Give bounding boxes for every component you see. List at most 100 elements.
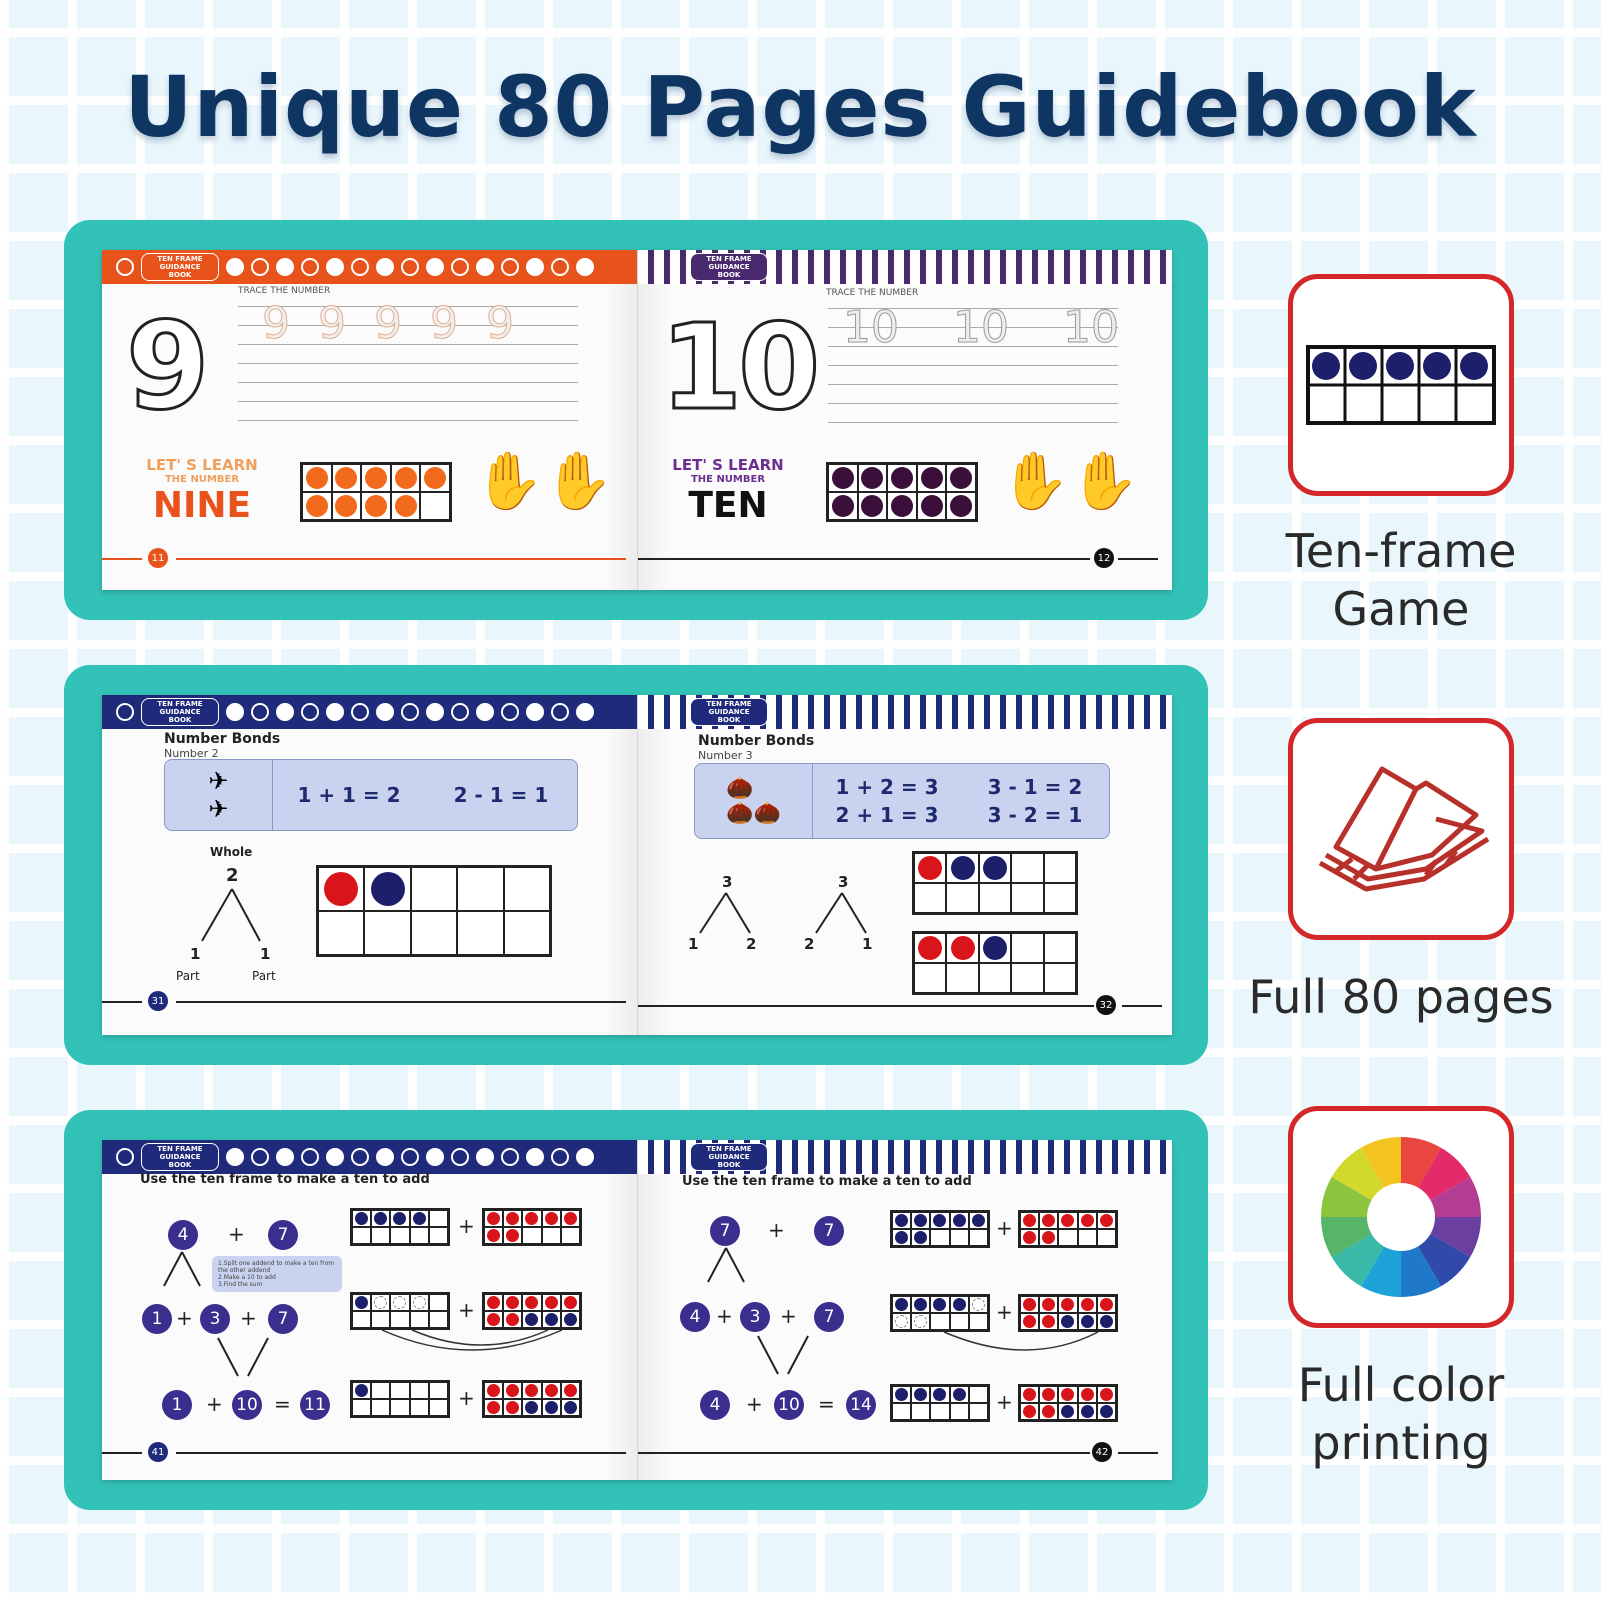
ten-frame-cell (1020, 1313, 1040, 1330)
ten-frame-cell (1077, 1229, 1097, 1246)
counter-dot (1080, 1298, 1094, 1311)
ten-frame-cell (352, 1210, 372, 1227)
counter-dot (563, 1212, 577, 1225)
ten-frame-cell (361, 492, 391, 520)
trace-big-digit: 9 (125, 297, 211, 439)
ten-frame-cell (968, 1229, 988, 1246)
counter-dot (861, 495, 884, 517)
hint-box: 1.Split one addend to make a ten from th… (212, 1256, 342, 1292)
ten-frame-cell (503, 911, 550, 955)
section-title: Number Bonds (164, 731, 281, 747)
feature-ten-frame-box (1288, 274, 1514, 496)
counter-dot (544, 1212, 558, 1225)
counter-dot (487, 1401, 501, 1414)
ten-frame-cell (914, 853, 947, 883)
feature-pages-box (1288, 718, 1514, 940)
ten-frame-cell (1020, 1386, 1040, 1403)
counter-dot (1099, 1214, 1113, 1227)
counter-dot (487, 1313, 501, 1326)
counter-dot (895, 1214, 909, 1227)
ten-frame-cell (522, 1210, 542, 1227)
guidebook-panel-1: TEN FRAME GUIDANCE BOOK TRACE THE NUMBER… (64, 220, 1208, 620)
counter-dot (1061, 1298, 1075, 1311)
ten-frame-cell (371, 1382, 391, 1399)
ten-frame-cell (1020, 1212, 1040, 1229)
counter-dot (952, 1298, 966, 1311)
ten-frame-cell (428, 1399, 448, 1416)
ten-frame-cell (371, 1311, 391, 1328)
ten-frame-cell (1096, 1212, 1116, 1229)
page-number: 12 (1094, 548, 1114, 568)
bond-split-lines (707, 1247, 745, 1283)
ten-frame-cell (887, 464, 917, 492)
counter-dot (1023, 1405, 1037, 1418)
counter-dot (950, 467, 973, 489)
open-book-spread: TEN FRAME GUIDANCE BOOK Number Bonds Num… (102, 695, 1172, 1035)
ten-frame-cell (560, 1311, 580, 1328)
counter-dot (1042, 1405, 1056, 1418)
ten-frame-cell (946, 883, 979, 913)
counter-dot (950, 936, 975, 960)
ten-frame-cell (1096, 1296, 1116, 1313)
ten-frame-cell (1058, 1229, 1078, 1246)
counter-dot (1061, 1315, 1075, 1328)
counter-dot (393, 1212, 407, 1225)
ten-frame-cell (1011, 883, 1044, 913)
ten-frame-cell (390, 492, 421, 520)
ten-frame-small (1018, 1384, 1118, 1422)
counter-dot (1042, 1388, 1056, 1401)
color-wheel-segment (1321, 1177, 1372, 1217)
guidebook-panel-2: TEN FRAME GUIDANCE BOOK Number Bonds Num… (64, 665, 1208, 1065)
counter-dot (895, 1298, 909, 1311)
ten-frame-cell (930, 1313, 950, 1330)
counter-dot (355, 1384, 369, 1397)
book-tag: TEN FRAME GUIDANCE BOOK (690, 253, 768, 281)
counter-dot (487, 1296, 501, 1309)
ten-frame-cell (892, 1296, 912, 1313)
ten-frame-cell (1011, 853, 1044, 883)
counter-dot (374, 1296, 388, 1309)
ten-frame-cell (390, 1399, 410, 1416)
ten-frame-small (350, 1292, 450, 1330)
counter-dot (971, 1214, 985, 1227)
counter-dot (506, 1229, 520, 1242)
book-tag: TEN FRAME GUIDANCE BOOK (690, 698, 768, 726)
counter-dot (544, 1313, 558, 1326)
counter-dot (1042, 1315, 1056, 1328)
ten-frame-cell (949, 1403, 969, 1420)
hands-icon: ✋✋ (474, 449, 614, 514)
counter-dot (305, 495, 328, 517)
counter-dot (355, 1212, 369, 1225)
ten-frame-cell (560, 1294, 580, 1311)
ten-frame-cell (914, 933, 947, 963)
ten-frame-cell (968, 1296, 988, 1313)
ten-frame-small (1018, 1210, 1118, 1248)
page-number: 31 (148, 991, 168, 1011)
ten-frame-cell (1077, 1212, 1097, 1229)
open-book-icon (1318, 766, 1490, 892)
counter-dot (544, 1401, 558, 1414)
ten-frame-cell (541, 1210, 561, 1227)
ten-frame-cell (1011, 963, 1044, 993)
ten-frame-cell (503, 867, 550, 911)
ten-frame-cell (946, 492, 976, 520)
counter-dot (933, 1388, 947, 1401)
ten-frame-cell (1043, 933, 1076, 963)
color-wheel-segment (1418, 1234, 1471, 1287)
ten-frame-cell (428, 1210, 448, 1227)
counter-dot (506, 1401, 520, 1414)
ten-frame-cell (484, 1210, 504, 1227)
ten-frame-cell (390, 1382, 410, 1399)
ten-frame-cell (1096, 1403, 1116, 1420)
ten-frame-cell (911, 1313, 931, 1330)
counter-dot (1099, 1388, 1113, 1401)
ten-frame-cell (1043, 883, 1076, 913)
ten-frame-cell (1020, 1229, 1040, 1246)
counter-dot (982, 856, 1007, 880)
ten-frame-cell (522, 1294, 542, 1311)
ten-frame-cell (946, 933, 979, 963)
counter-dot (831, 467, 854, 489)
ten-frame-cell (503, 1210, 523, 1227)
ten-frame-cell (560, 1382, 580, 1399)
